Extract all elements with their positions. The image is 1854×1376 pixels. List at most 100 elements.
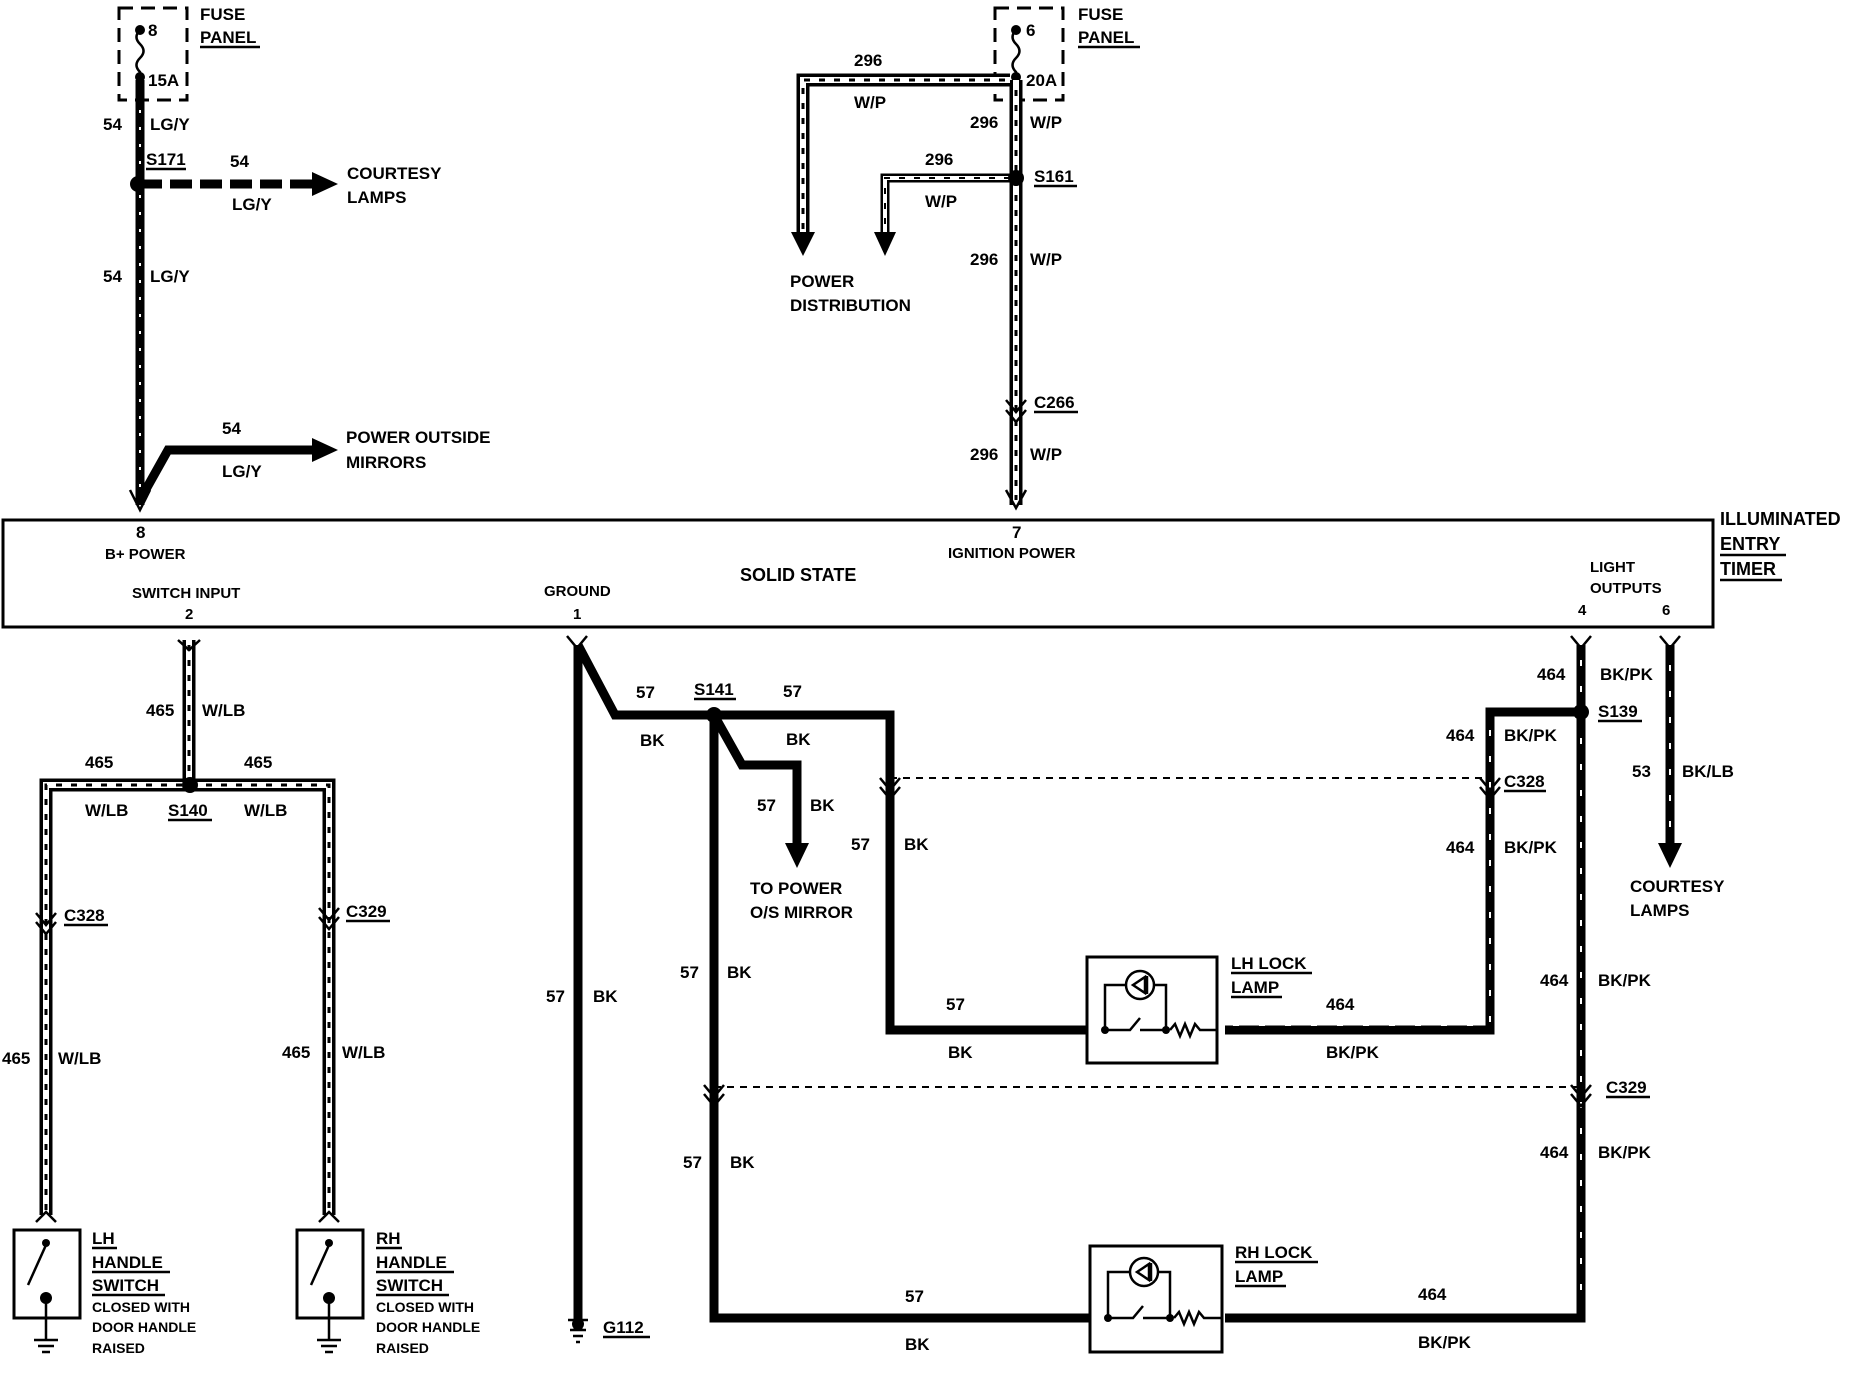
connector-c266: C266 (1034, 393, 1075, 412)
lh-lock-lamp-label-1: LH LOCK (1231, 954, 1307, 973)
pin-2-label: SWITCH INPUT (132, 585, 240, 602)
wire-57-color-e: BK (727, 963, 752, 982)
splice-s161: S161 (1034, 167, 1074, 186)
fuse-right-rating: 20A (1026, 71, 1057, 90)
connector-c329-left: C329 (346, 902, 387, 921)
wire-464-code-a: 464 (1537, 665, 1566, 684)
wire-465-code-b: 465 (85, 753, 113, 772)
wire-54-code-d: 54 (222, 419, 241, 438)
courtesy-lamps-right-2: LAMPS (1630, 901, 1690, 920)
wire-57-color-h: BK (730, 1153, 755, 1172)
rh-switch-label-2: HANDLE (376, 1253, 447, 1272)
wire-53-color: BK/LB (1682, 762, 1734, 781)
rh-lock-lamp-label-1: RH LOCK (1235, 1243, 1313, 1262)
lh-switch-label-2: HANDLE (92, 1253, 163, 1272)
wire-464-color-e: BK/PK (1598, 971, 1652, 990)
wire-54-color-b: LG/Y (232, 195, 272, 214)
wire-464-color-a: BK/PK (1600, 665, 1654, 684)
wire-464-code-b: 464 (1446, 726, 1475, 745)
rh-switch-note-1: CLOSED WITH (376, 1299, 474, 1315)
wire-54-code-b: 54 (230, 152, 249, 171)
wire-53-code: 53 (1632, 762, 1651, 781)
lh-switch-note-1: CLOSED WITH (92, 1299, 190, 1315)
power-distribution-1: POWER (790, 272, 854, 291)
rh-switch-label-1: RH (376, 1229, 401, 1248)
wire-57-color-i: BK (905, 1335, 930, 1354)
wire-54-color-c: LG/Y (150, 267, 190, 286)
wire-296-code-d: 296 (970, 250, 998, 269)
fuse-right-title-2: PANEL (1078, 28, 1134, 47)
lh-switch-note-3: RAISED (92, 1340, 145, 1356)
wire-464-code-g: 464 (1418, 1285, 1447, 1304)
fuse-left-title-1: FUSE (200, 5, 245, 24)
courtesy-lamps-right-1: COURTESY (1630, 877, 1725, 896)
wire-464-color-g: BK/PK (1418, 1333, 1472, 1352)
pin-8-num: 8 (136, 523, 145, 542)
pin-7-num: 7 (1012, 523, 1021, 542)
wire-296-code-e: 296 (970, 445, 998, 464)
wire-57-code-a: 57 (636, 683, 655, 702)
wire-57-code-i: 57 (905, 1287, 924, 1306)
wire-296-color-c: W/P (925, 192, 957, 211)
pin-1-num: 1 (573, 606, 581, 623)
pin-6-num: 6 (1662, 602, 1670, 619)
wire-53: 53 BK/LB COURTESY LAMPS (1630, 635, 1734, 920)
wire-57-code-g: 57 (946, 995, 965, 1014)
fuse-left-title-2: PANEL (200, 28, 256, 47)
connector-c328-right: C328 (1504, 772, 1545, 791)
wire-465-code-d: 465 (2, 1049, 30, 1068)
wire-464-code-e: 464 (1540, 971, 1569, 990)
fuse-right-title-1: FUSE (1078, 5, 1123, 24)
pin-1-label: GROUND (544, 583, 611, 600)
connector-dashes (714, 777, 1580, 1088)
lh-switch-label-3: SWITCH (92, 1276, 159, 1295)
courtesy-lamps-top-2: LAMPS (347, 188, 407, 207)
wire-464-code-f: 464 (1540, 1143, 1569, 1162)
wire-57-color-c: BK (810, 796, 835, 815)
rh-lock-lamp-label-2: LAMP (1235, 1267, 1283, 1286)
wire-57-code-d: 57 (851, 835, 870, 854)
to-power-os-mirror-2: O/S MIRROR (750, 903, 853, 922)
illuminated-entry-timer: 8 B+ POWER 7 IGNITION POWER SOLID STATE … (1, 509, 1841, 629)
power-distribution-2: DISTRIBUTION (790, 296, 911, 315)
fuse-right-number: 6 (1026, 21, 1035, 40)
fuse-left-rating: 15A (148, 71, 179, 90)
wire-57-code-c: 57 (757, 796, 776, 815)
wire-296-color-d: W/P (1030, 250, 1062, 269)
lh-switch-note-2: DOOR HANDLE (92, 1319, 196, 1335)
courtesy-lamps-top-1: COURTESY (347, 164, 442, 183)
fuse-panel-left: 8 15A FUSE PANEL (117, 5, 260, 102)
module-name-2: ENTRY (1720, 534, 1780, 554)
wire-57-color-a: BK (640, 731, 665, 750)
pin-7-label: IGNITION POWER (948, 545, 1076, 562)
wire-465-color-a: W/LB (202, 701, 245, 720)
wire-57-color-f: BK (593, 987, 618, 1006)
wire-57-code-e: 57 (680, 963, 699, 982)
lh-lock-lamp-label-2: LAMP (1231, 978, 1279, 997)
wire-54-color-d: LG/Y (222, 462, 262, 481)
splice-s140: S140 (168, 801, 208, 820)
lh-handle-switch: LH HANDLE SWITCH CLOSED WITH DOOR HANDLE… (12, 1228, 196, 1356)
pin-4-num: 4 (1578, 602, 1587, 619)
splice-s171: S171 (146, 150, 186, 169)
wire-296-code-b: 296 (970, 113, 998, 132)
wire-296-code-c: 296 (925, 150, 953, 169)
wire-54-code-c: 54 (103, 267, 122, 286)
lh-lock-lamp: LH LOCK LAMP (1085, 954, 1312, 1065)
wire-465-color-b: W/LB (85, 801, 128, 820)
wire-464-code-c: 464 (1446, 838, 1475, 857)
connector-c329-right: C329 (1606, 1078, 1647, 1097)
wire-464: 464 BK/PK S139 464 BK/PK C328 464 BK/PK … (1225, 635, 1654, 1352)
connector-c328-left: C328 (64, 906, 105, 925)
wire-57-code-f: 57 (546, 987, 565, 1006)
fuse-left-number: 8 (148, 21, 157, 40)
splice-s141: S141 (694, 680, 734, 699)
wire-465-color-c: W/LB (244, 801, 287, 820)
wire-296-color-a: W/P (854, 93, 886, 112)
wire-465-code-e: 465 (282, 1043, 310, 1062)
splice-s139: S139 (1598, 702, 1638, 721)
power-outside-mirrors-2: MIRRORS (346, 453, 426, 472)
wire-57-color-g: BK (948, 1043, 973, 1062)
light-outputs-2: OUTPUTS (1590, 580, 1662, 597)
wire-464-color-b: BK/PK (1504, 726, 1558, 745)
